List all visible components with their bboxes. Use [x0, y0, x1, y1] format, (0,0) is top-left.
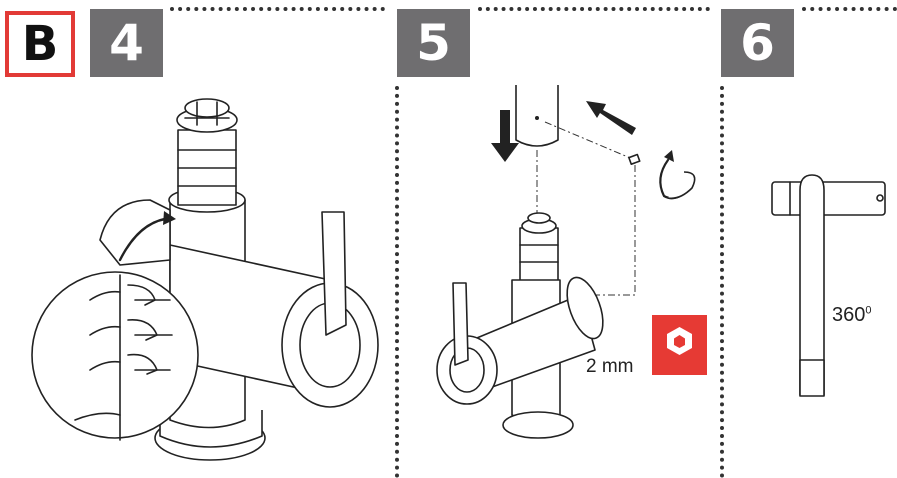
hex-key-icon — [652, 315, 707, 375]
rotation-label: 3600 — [832, 304, 872, 327]
top-divider-2 — [478, 7, 710, 11]
rotation-unit: 0 — [865, 304, 872, 317]
step-5-badge: 5 — [397, 9, 470, 77]
step-6-badge: 6 — [721, 9, 794, 77]
section-badge: B — [5, 11, 75, 77]
column-divider-1 — [395, 86, 399, 478]
tool-size-label: 2 mm — [586, 356, 634, 377]
step-6-illustration — [771, 174, 886, 397]
top-divider-3 — [802, 7, 897, 11]
step-4-illustration — [31, 98, 379, 461]
rotation-value: 360 — [832, 304, 866, 326]
step-4-badge: 4 — [90, 9, 163, 77]
step-5-illustration — [436, 85, 696, 439]
column-divider-2 — [720, 86, 724, 478]
top-divider-1 — [170, 7, 385, 11]
